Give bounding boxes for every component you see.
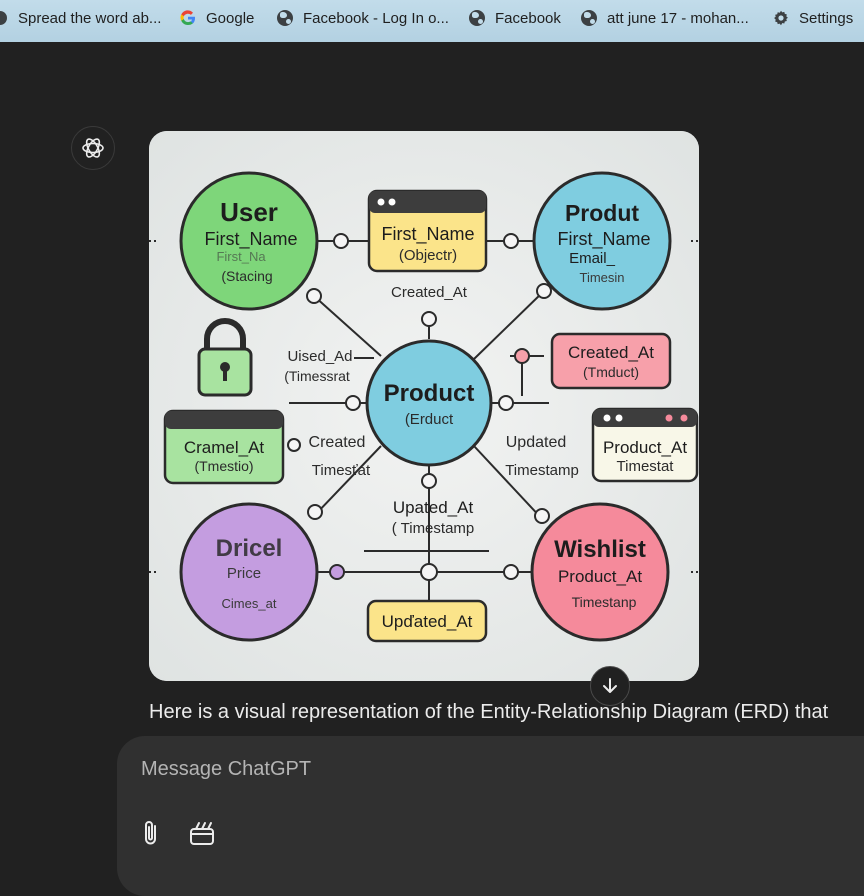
entity-attribute: Price	[227, 565, 261, 582]
entity-dricel: Dricel Price Cimes_at	[179, 502, 319, 642]
relation-label: Timesťat	[312, 462, 371, 479]
globe-icon	[277, 10, 293, 26]
entity-title: Dricel	[216, 535, 283, 562]
relation-label: Created_At	[391, 284, 468, 301]
relation-label: Upated_At	[393, 498, 474, 517]
relation-label: Updated	[506, 434, 567, 451]
erd-diagram: User First_Name First_Na (Stacing Produt…	[149, 131, 699, 681]
relation-label: Timestamp	[505, 462, 579, 479]
bookmark-label: Google	[206, 9, 255, 27]
box-title: Upďated_At	[382, 612, 473, 631]
connector-nodes	[287, 233, 552, 581]
partial-icon	[0, 10, 8, 26]
lock-icon	[197, 318, 253, 397]
box-title: Cramel_At	[184, 438, 265, 457]
attribute-box-product-at: Product_At Timestat	[591, 407, 699, 483]
bookmark-google[interactable]: Google	[180, 0, 254, 36]
gear-icon	[773, 10, 789, 26]
entity-title: Product	[384, 380, 475, 407]
globe-icon	[469, 10, 485, 26]
relation-label: Created	[309, 434, 366, 451]
bookmark-label: Facebook	[495, 9, 561, 27]
entity-attribute: Timestanp	[572, 594, 637, 610]
bookmark-label: Spread the word ab...	[18, 9, 162, 27]
entity-attribute: (Stacing	[221, 268, 272, 284]
bookmark-label: Settings	[799, 9, 854, 27]
bookmark-facebook[interactable]: Facebook	[469, 0, 561, 36]
arrow-down-icon	[603, 678, 617, 693]
message-input[interactable]: Message ChatGPT	[141, 758, 312, 780]
entity-attribute: (Erduct	[405, 411, 454, 428]
entity-produt: Produt First_Name Email_ Timesin	[532, 171, 672, 311]
box-title: Created_At	[568, 343, 654, 362]
attach-button[interactable]	[137, 816, 165, 850]
google-icon	[180, 10, 196, 26]
erd-diagram-image[interactable]: User First_Name First_Na (Stacing Produt…	[149, 131, 699, 681]
entity-attribute: First_Na	[216, 249, 266, 264]
paperclip-icon	[145, 821, 156, 845]
box-subtitle: (Tmestio)	[194, 458, 253, 474]
entity-wishlist: Wishlist Product_At Timestanp	[530, 502, 670, 642]
entity-attribute: Cimes_at	[222, 596, 277, 611]
box-subtitle: Timestat	[617, 458, 675, 475]
box-subtitle: (Tmduct)	[583, 364, 639, 380]
entity-attribute: Email_	[569, 250, 616, 267]
relation-label: ( Timestamp	[392, 520, 475, 537]
entity-attribute: Product_At	[558, 567, 642, 586]
bookmark-label: Facebook - Log In o...	[303, 9, 449, 27]
attribute-box-cramel-at: Cramel_At (Tmestio)	[163, 409, 285, 485]
attribute-box-first-name: First_Name (Objectr)	[367, 189, 488, 273]
entity-title: Wishlist	[554, 536, 646, 563]
entity-product: Product (Erduct	[365, 339, 493, 467]
box-title: First_Name	[381, 224, 474, 245]
tools-button[interactable]	[187, 816, 217, 850]
scroll-down-button[interactable]	[590, 666, 630, 706]
bookmarks-bar: Spread the word ab... Google Facebook - …	[0, 0, 864, 42]
toolbox-icon	[190, 822, 214, 845]
relation-label: (Timessrat	[284, 368, 350, 384]
globe-icon	[581, 10, 597, 26]
box-title: Product_At	[603, 438, 687, 457]
assistant-message: Here is a visual representation of the E…	[149, 701, 829, 723]
bookmark-settings[interactable]: Settings	[773, 0, 853, 36]
entity-title: User	[220, 197, 278, 227]
attribute-box-created-at: Created_At (Tmduct)	[550, 332, 672, 390]
relation-label: Uised_Ad	[287, 348, 352, 365]
entity-title: Produt	[565, 200, 639, 226]
bookmark-facebook-login[interactable]: Facebook - Log In o...	[277, 0, 449, 36]
entity-user: User First_Name First_Na (Stacing	[179, 171, 319, 311]
bookmark-spread-the-word[interactable]: Spread the word ab...	[0, 0, 161, 36]
entity-attribute: First_Name	[557, 229, 650, 250]
entity-attribute: First_Name	[204, 229, 297, 250]
entity-attribute: Timesin	[579, 270, 624, 285]
chatgpt-avatar	[71, 126, 115, 170]
box-subtitle: (Objectr)	[399, 247, 457, 264]
bookmark-att-june-17[interactable]: att june 17 - mohan...	[581, 0, 749, 36]
message-composer[interactable]: Message ChatGPT	[117, 736, 864, 896]
attribute-box-updated-at: Upďated_At	[366, 599, 488, 643]
bookmark-label: att june 17 - mohan...	[607, 9, 749, 27]
openai-logo-icon	[82, 138, 104, 158]
